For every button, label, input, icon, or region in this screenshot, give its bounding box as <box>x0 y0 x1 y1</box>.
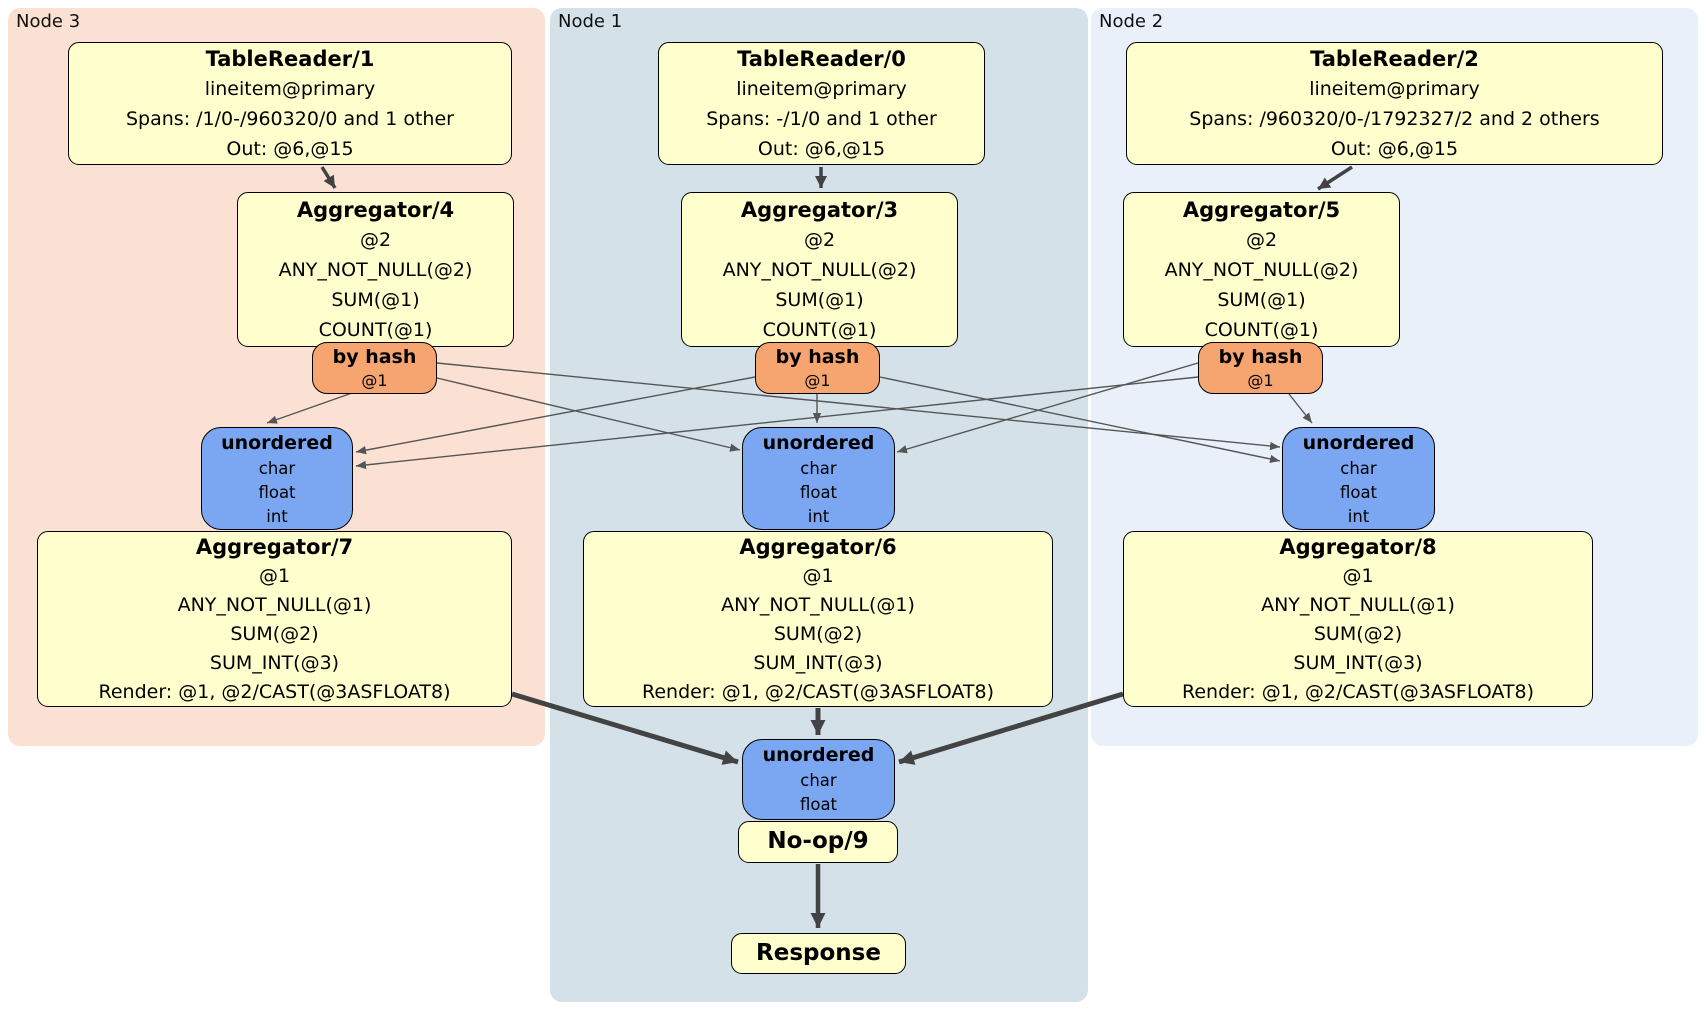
processor-line: COUNT(@1) <box>318 319 433 341</box>
router-by-hash-node2: by hash @1 <box>1198 342 1323 394</box>
processor-line: @2 <box>803 229 836 251</box>
processor-title: Aggregator/8 <box>1279 535 1437 559</box>
processor-line: @1 <box>802 565 834 587</box>
processor-line: SUM_INT(@3) <box>1293 652 1423 674</box>
sync-unordered-final: unordered char float <box>742 739 895 820</box>
processor-aggregator-4: Aggregator/4 @2 ANY_NOT_NULL(@2) SUM(@1)… <box>237 192 514 347</box>
processor-line: @2 <box>359 229 392 251</box>
processor-title: Aggregator/3 <box>740 198 899 222</box>
processor-line: SUM(@1) <box>331 289 420 311</box>
sync-line: float <box>799 795 838 814</box>
processor-line: @1 <box>258 565 291 587</box>
processor-line: Spans: /960320/0-/1792327/2 and 2 others <box>1189 108 1600 130</box>
router-detail: @1 <box>804 371 831 390</box>
processor-title: Aggregator/4 <box>296 198 455 222</box>
processor-title: TableReader/2 <box>1310 47 1479 71</box>
processor-line: SUM(@1) <box>775 289 864 311</box>
sync-line: char <box>800 771 837 790</box>
sync-line: float <box>799 483 838 502</box>
processor-line: Out: @6,@15 <box>1330 138 1459 160</box>
processor-line: SUM_INT(@3) <box>753 652 883 674</box>
processor-line: @1 <box>1342 565 1374 587</box>
processor-line: @2 <box>1245 229 1278 251</box>
processor-title: TableReader/0 <box>737 47 906 71</box>
sync-line: int <box>266 507 288 526</box>
sync-line: float <box>1339 483 1378 502</box>
sync-unordered-node1: unordered char float int <box>742 427 895 530</box>
processor-line: ANY_NOT_NULL(@2) <box>278 259 473 281</box>
region-label-node3: Node 3 <box>16 11 81 32</box>
processor-aggregator-5: Aggregator/5 @2 ANY_NOT_NULL(@2) SUM(@1)… <box>1123 192 1400 347</box>
sync-title: unordered <box>762 744 875 766</box>
processor-line: ANY_NOT_NULL(@2) <box>722 259 917 281</box>
sync-unordered-node2: unordered char float int <box>1282 427 1435 530</box>
processor-line: Render: @1, @2/CAST(@3ASFLOAT8) <box>642 681 994 703</box>
processor-tablereader-0: TableReader/0 lineitem@primary Spans: -/… <box>658 42 985 165</box>
processor-aggregator-6: Aggregator/6 @1 ANY_NOT_NULL(@1) SUM(@2)… <box>583 531 1053 707</box>
processor-line: Spans: /1/0-/960320/0 and 1 other <box>126 108 454 130</box>
processor-title: TableReader/1 <box>205 47 375 71</box>
processor-title: Aggregator/6 <box>739 535 897 559</box>
sync-line: char <box>1340 459 1377 478</box>
processor-line: ANY_NOT_NULL(@1) <box>721 594 915 616</box>
processor-line: Out: @6,@15 <box>226 138 354 160</box>
processor-aggregator-7: Aggregator/7 @1 ANY_NOT_NULL(@1) SUM(@2)… <box>37 531 512 707</box>
processor-line: lineitem@primary <box>1309 78 1480 100</box>
sync-title: unordered <box>762 432 875 454</box>
processor-title: Aggregator/5 <box>1182 198 1341 222</box>
processor-line: Render: @1, @2/CAST(@3ASFLOAT8) <box>1182 681 1534 703</box>
processor-response: Response <box>731 933 906 974</box>
processor-noop-9: No-op/9 <box>738 821 898 863</box>
processor-line: SUM(@1) <box>1217 289 1306 311</box>
sync-title: unordered <box>1302 432 1415 454</box>
processor-title: No-op/9 <box>767 828 869 854</box>
processor-line: Render: @1, @2/CAST(@3ASFLOAT8) <box>98 681 451 703</box>
router-by-hash-node1: by hash @1 <box>755 342 880 394</box>
processor-aggregator-3: Aggregator/3 @2 ANY_NOT_NULL(@2) SUM(@1)… <box>681 192 958 347</box>
sync-line: int <box>807 507 830 526</box>
processor-line: SUM(@2) <box>230 623 319 645</box>
region-label-node2: Node 2 <box>1099 11 1164 32</box>
router-title: by hash <box>1218 346 1303 368</box>
router-detail: @1 <box>361 371 388 390</box>
router-title: by hash <box>775 346 860 368</box>
processor-tablereader-2: TableReader/2 lineitem@primary Spans: /9… <box>1126 42 1663 165</box>
router-title: by hash <box>332 346 417 368</box>
processor-line: ANY_NOT_NULL(@2) <box>1164 259 1359 281</box>
router-detail: @1 <box>1247 371 1274 390</box>
processor-line: ANY_NOT_NULL(@1) <box>1261 594 1455 616</box>
processor-line: lineitem@primary <box>736 78 907 100</box>
sync-line: char <box>258 459 296 478</box>
sync-unordered-node3: unordered char float int <box>201 427 353 530</box>
processor-line: Spans: -/1/0 and 1 other <box>706 108 937 130</box>
sync-line: char <box>800 459 837 478</box>
sync-line: int <box>1347 507 1370 526</box>
processor-line: ANY_NOT_NULL(@1) <box>177 594 372 616</box>
router-by-hash-node3: by hash @1 <box>312 342 437 394</box>
processor-line: COUNT(@1) <box>1204 319 1319 341</box>
processor-title: Aggregator/7 <box>195 535 354 559</box>
processor-title: Response <box>756 940 881 966</box>
processor-line: SUM(@2) <box>1313 623 1403 645</box>
processor-aggregator-8: Aggregator/8 @1 ANY_NOT_NULL(@1) SUM(@2)… <box>1123 531 1593 707</box>
sync-line: float <box>258 483 296 502</box>
region-label-node1: Node 1 <box>558 11 623 32</box>
sync-title: unordered <box>221 432 333 454</box>
processor-line: lineitem@primary <box>204 78 376 100</box>
processor-tablereader-1: TableReader/1 lineitem@primary Spans: /1… <box>68 42 512 165</box>
processor-line: Out: @6,@15 <box>757 138 886 160</box>
processor-line: SUM_INT(@3) <box>209 652 340 674</box>
processor-line: COUNT(@1) <box>762 319 877 341</box>
processor-line: SUM(@2) <box>773 623 863 645</box>
